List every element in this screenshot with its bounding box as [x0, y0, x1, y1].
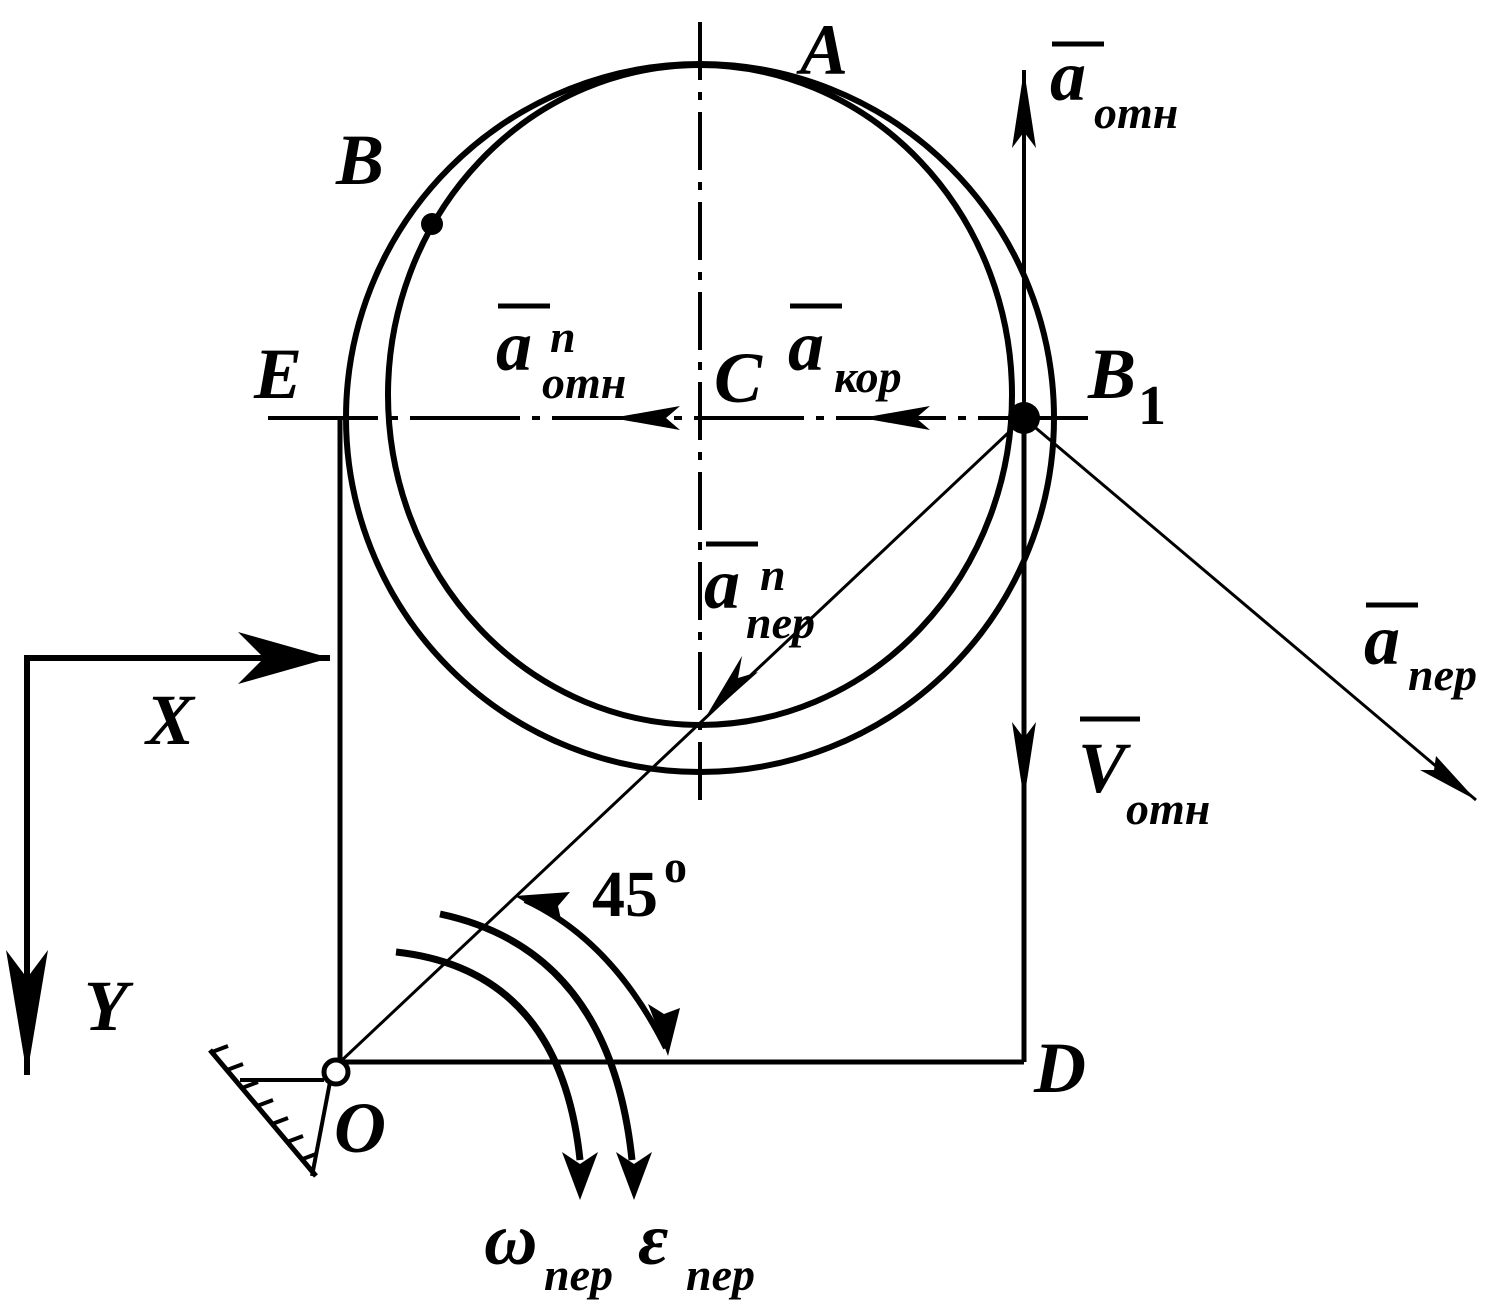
label-a-n-per-symbol: a	[704, 544, 740, 624]
label-a-per-sub: пер	[1408, 649, 1477, 700]
a-per-arrow	[1023, 416, 1477, 802]
label-v-otn-symbol: V	[1078, 728, 1131, 808]
point-b1-dot	[1008, 402, 1040, 434]
label-point-b: B	[335, 120, 384, 200]
omega-arrowhead	[562, 1152, 598, 1200]
label-epsilon-sub: пер	[686, 1249, 755, 1300]
label-a-kor-symbol: a	[788, 306, 824, 386]
label-a-kor-sub: кор	[834, 351, 902, 402]
v-otn-arrowhead	[1012, 722, 1036, 800]
vector-overbars	[498, 41, 1418, 722]
label-a-otn-sub: отн	[1094, 87, 1178, 138]
a-per-arrowhead	[1420, 756, 1476, 800]
a-otn-arrowhead	[1012, 70, 1036, 148]
label-axis-x: X	[144, 680, 196, 760]
label-omega-symbol: ω	[484, 1199, 538, 1281]
label-a-n-otn-sub: отн	[542, 357, 626, 408]
label-point-c: C	[714, 338, 763, 418]
a-kor-arrowhead	[862, 406, 930, 430]
x-axis-line	[24, 655, 330, 1075]
radius-line-ob1	[338, 416, 1026, 1064]
label-point-b1-index: 1	[1138, 375, 1166, 437]
label-point-b1: B	[1087, 334, 1136, 414]
a-n-per-arrowhead	[704, 656, 758, 720]
label-a-n-otn-symbol: a	[496, 306, 532, 386]
label-epsilon-symbol: ε	[638, 1199, 668, 1281]
label-v-otn-sub: отн	[1126, 783, 1210, 834]
label-a-n-per-sub: пер	[746, 597, 815, 648]
label-point-d: D	[1033, 1028, 1086, 1108]
x-axis-arrowhead	[238, 632, 330, 684]
label-a-n-otn-sup: n	[550, 311, 576, 362]
label-angle-value: 45	[592, 858, 658, 931]
label-a-n-per-sup: n	[760, 549, 786, 600]
label-point-a: A	[796, 10, 848, 90]
angle-arrowhead-start	[515, 892, 570, 924]
epsilon-arrowhead	[616, 1152, 652, 1200]
angle-arrowhead-end	[648, 1004, 680, 1056]
pivot-o	[321, 1057, 351, 1087]
point-b-dot	[421, 213, 443, 235]
label-angle-unit: o	[664, 841, 687, 892]
a-n-otn-arrowhead	[612, 406, 680, 430]
label-axis-y: Y	[84, 966, 134, 1046]
epsilon-arrow	[439, 910, 636, 1161]
label-omega-sub: пер	[544, 1249, 613, 1300]
fixed-support	[208, 1044, 332, 1178]
label-a-per-symbol: a	[1364, 600, 1400, 680]
label-point-e: E	[253, 334, 302, 414]
label-point-o: O	[334, 1088, 386, 1168]
omega-arrow	[395, 948, 584, 1161]
y-axis-arrowhead	[6, 950, 48, 1075]
label-a-otn-symbol: a	[1050, 36, 1086, 116]
